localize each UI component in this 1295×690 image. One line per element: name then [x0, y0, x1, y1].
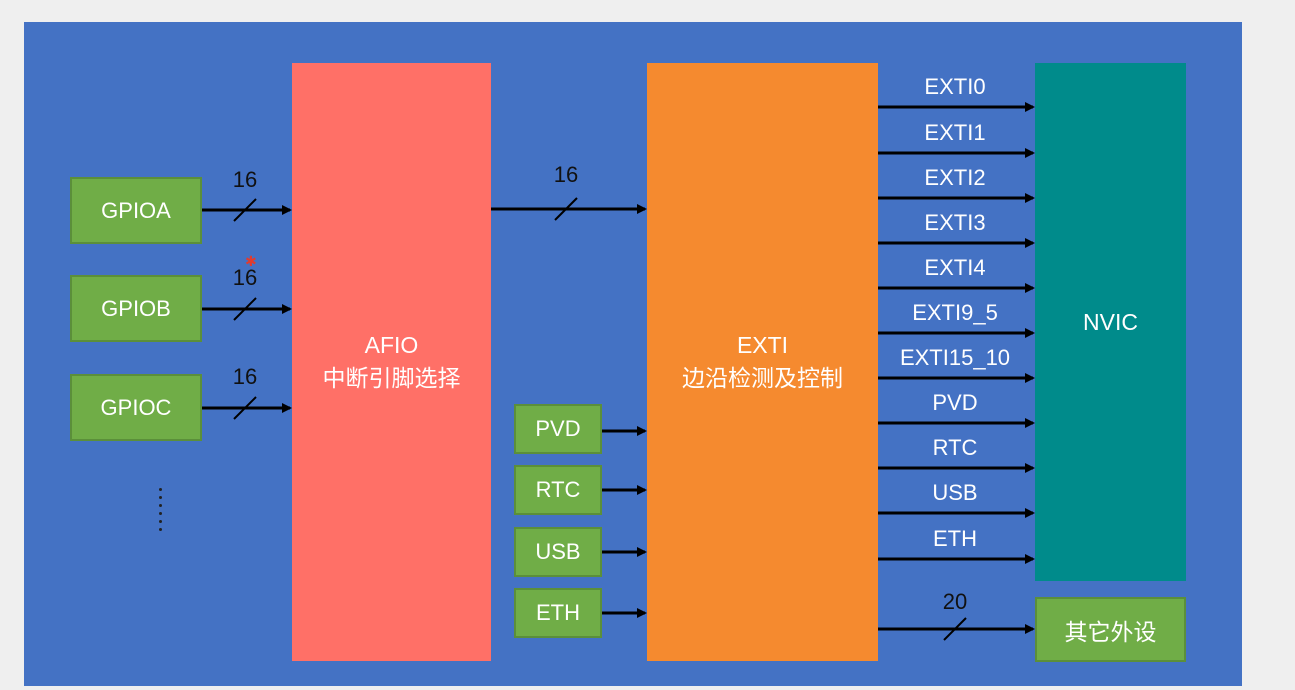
afio-title: AFIO	[364, 332, 419, 358]
exti-subtitle: 边沿检测及控制	[682, 365, 843, 391]
afio-exti-bus-slash	[554, 197, 578, 221]
gpioa-label: GPIOA	[101, 197, 171, 223]
exti-line-label: EXTI4	[924, 255, 986, 280]
exti-line-label: USB	[932, 480, 978, 505]
diagram-canvas: GPIOA GPIOB GPIOC ✱ 16 16 16 16 AFIO 中断引…	[24, 22, 1242, 686]
gpioc-box: GPIOC	[70, 374, 202, 441]
exti-title: EXTI	[736, 332, 789, 358]
exti-line-label: EXTI1	[924, 120, 986, 145]
gpioc-bus-slash	[233, 396, 257, 420]
other-bus-width: 20	[942, 589, 968, 614]
afio-exti-bus-width: 16	[553, 162, 579, 187]
gpioc-label: GPIOC	[100, 394, 172, 420]
usb-label: USB	[535, 539, 581, 564]
exti-line-label: ETH	[933, 526, 977, 551]
gpiob-bus-slash	[233, 297, 257, 321]
gpiob-label: GPIOB	[101, 295, 171, 321]
more-gpio-ellipsis	[157, 488, 163, 531]
nvic-label: NVIC	[1083, 308, 1138, 335]
exti-block: EXTI 边沿检测及控制	[647, 63, 878, 661]
afio-block: AFIO 中断引脚选择	[292, 63, 491, 661]
exti-line-label: EXTI15_10	[899, 345, 1011, 370]
other-peripherals-label: 其它外设	[1064, 618, 1157, 645]
rtc-box: RTC	[514, 465, 602, 515]
eth-label: ETH	[536, 600, 580, 625]
exti-line-label: RTC	[932, 435, 978, 460]
gpioa-bus-slash	[233, 198, 257, 222]
usb-box: USB	[514, 527, 602, 577]
exti-line-label: EXTI2	[924, 165, 986, 190]
rtc-label: RTC	[535, 477, 581, 502]
connection-wires	[202, 102, 1035, 641]
gpioc-bus-width: 16	[232, 364, 258, 389]
gpioa-bus-width: 16	[232, 167, 258, 192]
eth-box: ETH	[514, 588, 602, 638]
pvd-box: PVD	[514, 404, 602, 454]
exti-line-label: EXTI0	[924, 74, 986, 99]
afio-subtitle: 中断引脚选择	[322, 365, 461, 391]
cursor-marker-icon: ✱	[245, 253, 257, 269]
gpiob-bus-width: 16	[232, 265, 258, 290]
exti-line-label: EXTI9_5	[912, 300, 998, 325]
nvic-block: NVIC	[1035, 63, 1186, 581]
exti-line-label: PVD	[932, 390, 978, 415]
other-peripherals-box: 其它外设	[1035, 597, 1186, 662]
gpioa-box: GPIOA	[70, 177, 202, 244]
gpiob-box: GPIOB	[70, 275, 202, 342]
other-bus-slash	[943, 617, 967, 641]
pvd-label: PVD	[535, 416, 581, 441]
exti-line-label: EXTI3	[924, 210, 986, 235]
